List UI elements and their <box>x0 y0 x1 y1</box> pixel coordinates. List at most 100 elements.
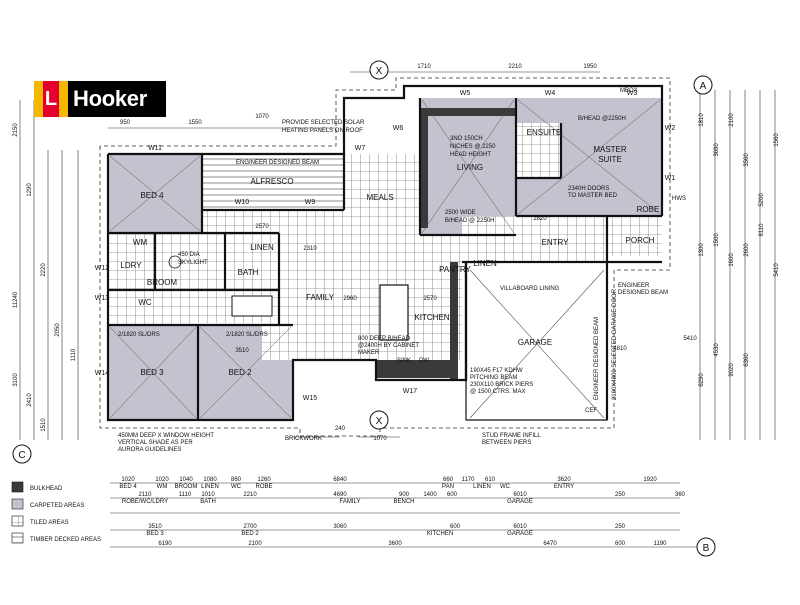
note-eng-beam-2: ENGINEER <box>618 283 650 289</box>
window-tag-w9: W9 <box>305 199 316 206</box>
room-label-bed4: BED 4 <box>140 191 164 200</box>
dim-bottom-label: 900 <box>399 492 410 498</box>
window-tag-w7: W7 <box>355 145 366 152</box>
room-label-entry: ENTRY <box>542 238 570 247</box>
dim-bottom-label: 3620 <box>557 477 571 483</box>
note-solar: PROVIDE SELECTED SOLAR <box>282 120 365 126</box>
grid-marker-x-bottom: X <box>376 416 383 427</box>
room-label-sink: SINK <box>397 358 411 364</box>
room-label-living: LIVING <box>457 163 483 172</box>
garage-outline <box>465 262 608 421</box>
dim-top-0: 950 <box>120 120 131 126</box>
dim-bottom-label: 1170 <box>462 477 476 483</box>
dim-bottom-room-label: BATH <box>200 499 216 505</box>
dim-bottom-room-label: KITCHEN <box>427 531 453 537</box>
window-tag-w4: W4 <box>545 90 556 97</box>
dim-bottom-label: 1080 <box>203 477 217 483</box>
dim-bottom-label: 2110 <box>139 492 153 498</box>
dim-bottom-room-label: BED 2 <box>241 531 259 537</box>
lj-logo-wordmark: Hooker <box>73 86 147 111</box>
note-gar-beam-2: 2100X4800 SELECTED GARAGE DOOR <box>612 288 618 400</box>
dim-misc-5: 4810 <box>613 346 627 352</box>
dim-misc-1: 2570 <box>255 224 269 230</box>
legend-label-carpet: CARPETED AREAS <box>30 503 84 509</box>
window-tag-w5: W5 <box>460 90 471 97</box>
note-niches-1: 3NO 150CH <box>450 136 483 142</box>
window-tag-w10: W10 <box>235 199 250 206</box>
dim-left-label: 1110 <box>71 348 77 361</box>
dim-bottom-label: 6010 <box>513 492 527 498</box>
room-label-alfresco: ALFRESCO <box>250 177 293 186</box>
dim-bottom-label: 6010 <box>513 524 527 530</box>
note-pitch-4: @ 1500 CTRS. MAX <box>470 389 525 395</box>
note-doors-2: TO MASTER BED <box>568 193 618 199</box>
legend-swatch-bulkhead <box>11 481 24 493</box>
dim-right-label: 8110 <box>759 223 765 237</box>
dim-bottom-room-label: BED 3 <box>146 531 164 537</box>
dim-right-label: 1560 <box>774 133 780 147</box>
note-villaboard: VILLABOARD LINING <box>500 286 560 292</box>
dim-bottom-label: 660 <box>443 477 454 483</box>
dim-bottom-label: 6840 <box>333 477 347 483</box>
note-pitch-1: 190X45 F17 KDHW <box>470 368 523 374</box>
room-label-linen2: LINEN <box>473 259 497 268</box>
note-shade-3: AURORA GUIDELINES <box>118 447 181 453</box>
note-pitch-2: PITCHING BEAM <box>470 375 517 381</box>
window-tag-w1: W1 <box>665 175 676 182</box>
legend-swatch-deck <box>11 532 24 544</box>
dim-left-label: 2150 <box>13 123 19 137</box>
note-pitch-3: 230X110 BRICK PIERS <box>470 382 533 388</box>
room-label-robe: ROBE <box>637 205 660 214</box>
note-brickwork: BRICKWORK <box>285 436 322 442</box>
dim-right-label: 6290 <box>699 373 705 387</box>
dim-right-label: 5410 <box>774 263 780 277</box>
note-niches-3: HEAD HEIGHT <box>450 152 491 158</box>
note-bhead: B/HEAD @2250H <box>578 116 626 122</box>
dim-right-label: 1500 <box>714 233 720 247</box>
room-label-pantry: PANTRY <box>439 265 471 274</box>
dim-misc-9: 2570 <box>423 296 437 302</box>
room-label-bath: BATH <box>238 268 259 277</box>
room-label-master-1: MASTER <box>593 145 627 154</box>
grid-marker-x-top: X <box>376 66 383 77</box>
dim-left-label: 2220 <box>41 263 47 277</box>
lj-hooker-logo: L Hooker <box>34 81 166 117</box>
diagonal-lines <box>109 99 661 419</box>
dim-bottom-label: 360 <box>675 492 686 498</box>
window-tag-w11: W11 <box>148 145 162 152</box>
dim-bottom-label: 6190 <box>158 541 172 547</box>
room-label-ensuite: ENSUITE <box>527 128 562 137</box>
room-label-garage: GARAGE <box>518 338 552 347</box>
dim-bottom-label: 1920 <box>643 477 657 483</box>
note-shade-2: VERTICAL SHADE AS PER <box>118 440 193 446</box>
dim-left-label: 2410 <box>27 393 33 407</box>
lj-logo-mark: L <box>34 81 68 117</box>
window-tag-w2: W2 <box>665 125 676 132</box>
dim-right-label: 4530 <box>714 343 720 357</box>
note-niches-2: NICHES @ 2250 <box>450 144 496 150</box>
dim-bottom-room-label: ROBE <box>255 484 272 490</box>
note-bifold-2: B/HEAD @ 2250H <box>445 218 494 224</box>
room-label-porch: PORCH <box>626 236 655 245</box>
note-skylight-1: 450 DIA <box>178 252 200 258</box>
dim-bottom-room-label: GARAGE <box>507 499 533 505</box>
room-label-wm: WM <box>133 238 148 247</box>
note-cef: CEF <box>585 408 597 414</box>
dim-right-label: 1810 <box>699 113 705 127</box>
dim-right-label: 2600 <box>744 243 750 257</box>
dim-left-label: 3100 <box>13 373 19 387</box>
dim-right-label: 5200 <box>759 193 765 207</box>
room-label-meals: MEALS <box>366 193 393 202</box>
note-skylight-2: SKYLIGHT <box>178 260 208 266</box>
window-tag-w17: W17 <box>403 388 418 395</box>
dim-right-column: 1810369021003560520015601300150016002600… <box>699 113 780 387</box>
dim-bottom-room-label: BROOM <box>175 484 198 490</box>
dim-bottom-label: 6470 <box>543 541 557 547</box>
dim-bottom-room-label: WM <box>157 484 168 490</box>
note-stud-2: BETWEEN PIERS <box>482 440 531 446</box>
window-tag-w13: W13 <box>95 295 110 302</box>
dim-right-label: 3690 <box>714 143 720 157</box>
dim-misc-6: 240 <box>335 426 346 432</box>
dim-top-5: 1950 <box>583 64 597 70</box>
legend-label-deck: TIMBER DECKED AREAS <box>30 537 101 543</box>
